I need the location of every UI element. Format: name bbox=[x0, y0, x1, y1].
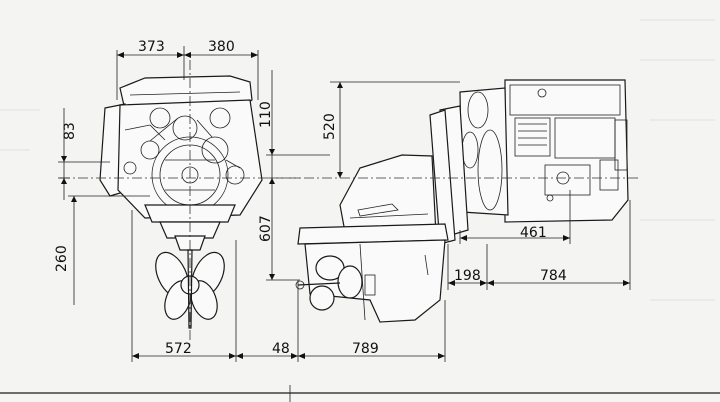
dim-front-top bbox=[116, 46, 259, 100]
dim-label-48: 48 bbox=[272, 341, 290, 357]
dim-bottom bbox=[131, 210, 446, 362]
dim-label-461: 461 bbox=[520, 225, 547, 241]
front-view-propeller bbox=[155, 249, 225, 329]
dim-side-461 bbox=[459, 190, 571, 244]
dim-side-520 bbox=[330, 81, 460, 178]
dim-label-380: 380 bbox=[208, 39, 235, 55]
dim-label-572: 572 bbox=[165, 341, 192, 357]
background-texture bbox=[0, 19, 715, 301]
dim-label-83: 83 bbox=[62, 122, 78, 140]
dim-label-784: 784 bbox=[540, 268, 567, 284]
dim-front-83 bbox=[58, 108, 110, 200]
dim-side-198-784 bbox=[447, 200, 631, 290]
dim-label-260: 260 bbox=[54, 245, 70, 272]
dim-side-607 bbox=[266, 274, 300, 281]
dim-label-110: 110 bbox=[258, 101, 274, 128]
side-view-engine bbox=[429, 79, 629, 245]
dim-label-373: 373 bbox=[138, 39, 165, 55]
dim-label-789: 789 bbox=[352, 341, 379, 357]
dim-label-607: 607 bbox=[258, 215, 274, 242]
side-view-saildrive-leg bbox=[295, 154, 449, 323]
front-view-engine bbox=[99, 75, 263, 251]
dim-label-198: 198 bbox=[454, 268, 481, 284]
dim-side-110 bbox=[266, 70, 330, 280]
dim-label-520: 520 bbox=[322, 113, 338, 140]
dim-front-260 bbox=[68, 195, 150, 305]
